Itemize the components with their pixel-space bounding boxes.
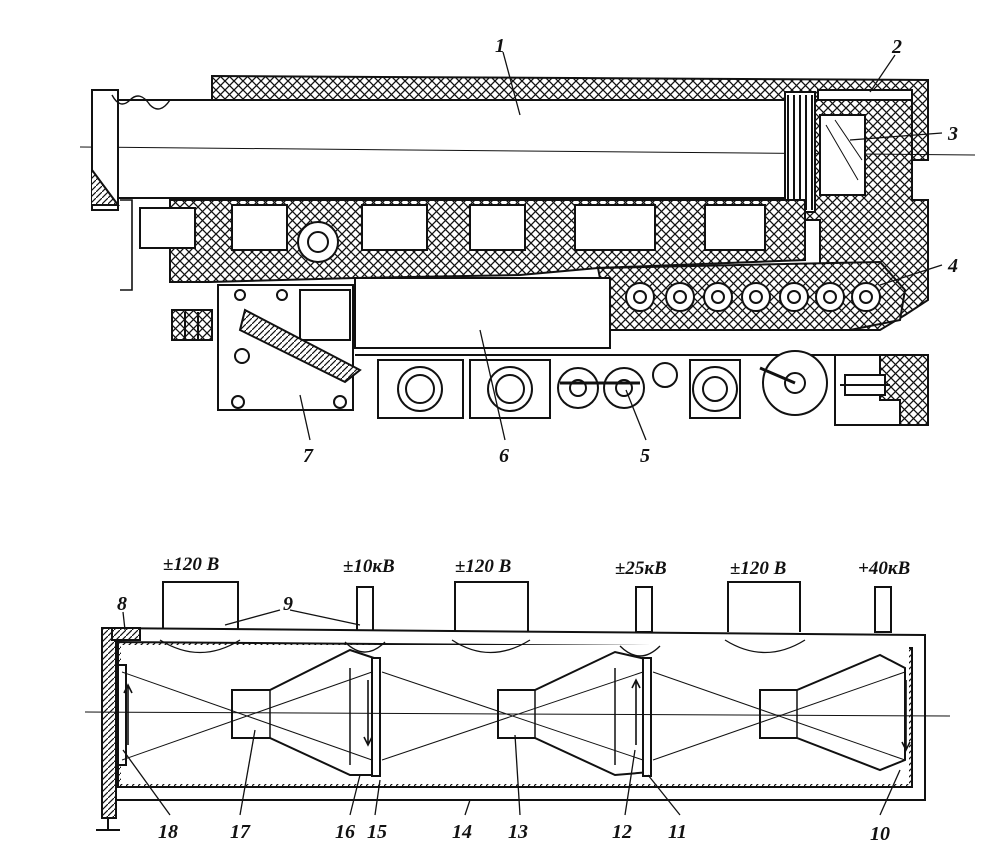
clamp-block bbox=[171, 309, 213, 341]
label-4: 4 bbox=[947, 255, 958, 277]
label-1: 1 bbox=[495, 35, 505, 57]
label-12: 12 bbox=[612, 821, 632, 843]
label-14: 14 bbox=[452, 821, 472, 843]
voltage-label-1: ±120 B bbox=[163, 554, 219, 575]
screen-11 bbox=[642, 657, 652, 777]
voltage-label-2: ±10кB bbox=[343, 556, 395, 577]
bottom-leaders bbox=[122, 609, 901, 816]
image-arrow-10 bbox=[901, 680, 911, 752]
tube-schematic bbox=[84, 581, 951, 831]
label-3: 3 bbox=[947, 123, 958, 145]
body-block bbox=[354, 277, 611, 349]
terminal-stem-2 bbox=[635, 586, 653, 633]
connector-blocks bbox=[377, 359, 551, 419]
label-18: 18 bbox=[158, 821, 178, 843]
terminal-dome-3 bbox=[727, 581, 801, 632]
image-arrow-12 bbox=[631, 678, 641, 745]
label-10: 10 bbox=[870, 823, 890, 845]
terminal-dome-2 bbox=[454, 581, 529, 632]
label-2: 2 bbox=[891, 36, 902, 58]
terminal-stem-3 bbox=[874, 586, 892, 633]
image-arrow-16 bbox=[363, 680, 373, 747]
voltage-label-6: +40кB bbox=[858, 558, 910, 579]
assembly-drawing bbox=[79, 74, 976, 426]
label-9: 9 bbox=[283, 593, 293, 615]
voltage-label-4: ±25кB bbox=[615, 558, 667, 579]
terminal-dome-1 bbox=[162, 581, 239, 632]
photocathode-18 bbox=[117, 664, 127, 766]
voltage-label-5: ±120 B bbox=[730, 558, 786, 579]
label-13: 13 bbox=[508, 821, 528, 843]
label-15: 15 bbox=[367, 821, 387, 843]
top-leaders bbox=[299, 51, 943, 441]
label-5: 5 bbox=[640, 445, 650, 467]
end-plate bbox=[101, 627, 117, 819]
ray-lines bbox=[121, 671, 906, 761]
label-6: 6 bbox=[499, 445, 509, 467]
roller-set bbox=[557, 350, 828, 419]
screen-16 bbox=[371, 657, 381, 777]
bearing-row bbox=[625, 282, 881, 312]
label-11: 11 bbox=[668, 821, 687, 843]
chassis-pockets bbox=[139, 204, 766, 251]
label-8: 8 bbox=[117, 593, 127, 615]
label-16: 16 bbox=[335, 821, 355, 843]
image-arrow-18 bbox=[123, 683, 133, 745]
voltage-label-3: ±120 B bbox=[455, 556, 511, 577]
label-7: 7 bbox=[303, 445, 314, 467]
label-17: 17 bbox=[230, 821, 251, 843]
main-bore bbox=[109, 99, 801, 199]
coil-stack bbox=[784, 91, 816, 213]
